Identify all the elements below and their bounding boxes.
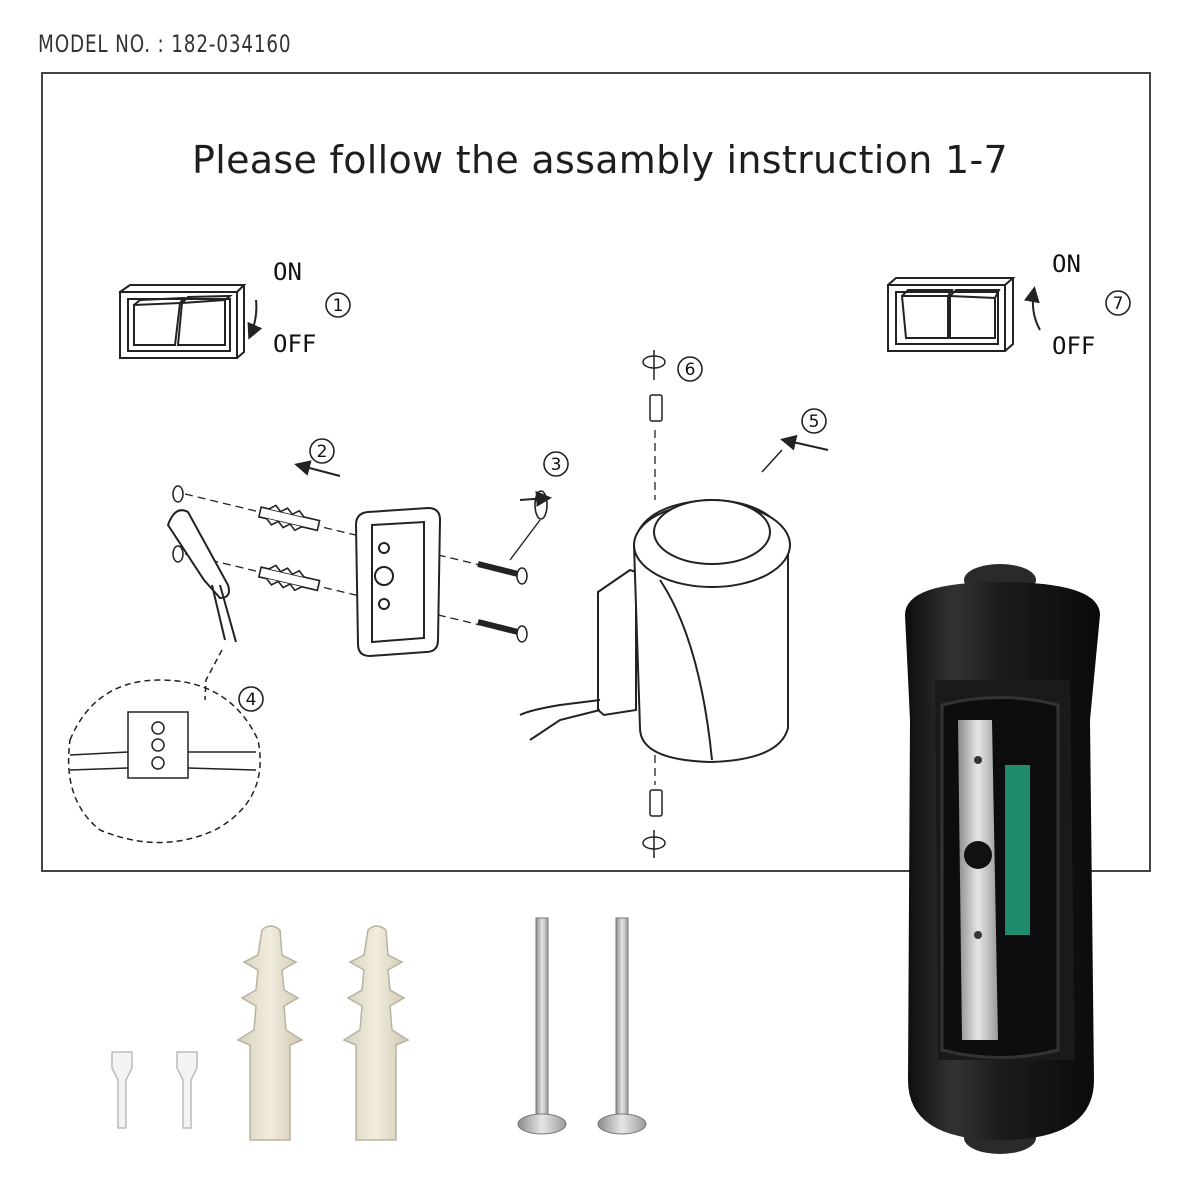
step-2-marker (309, 438, 335, 464)
screw-icons (517, 917, 647, 1135)
wall-cable (166, 509, 237, 643)
switch-right (887, 277, 1016, 352)
step-4-marker (238, 686, 264, 712)
step-markers (238, 290, 1131, 712)
switch-left (119, 284, 247, 359)
model-number: MODEL NO. : 182-034160 (38, 30, 292, 58)
step-3-marker (543, 451, 569, 477)
step-6-number: 6 (685, 360, 696, 380)
lamp-diagram (519, 498, 791, 764)
diagram-plugs (257, 504, 321, 592)
diagram-title: Please follow the assambly instruction 1… (192, 138, 1008, 182)
step-1-number: 1 (333, 296, 344, 316)
wall-holes (172, 485, 184, 563)
step-6-marker (677, 356, 703, 382)
lamp-back-photo (905, 564, 1100, 1154)
wire-connector-icons (111, 1051, 198, 1129)
step-5-number: 5 (809, 412, 820, 432)
switch-left-on-label: ON (273, 258, 302, 286)
step-4-number: 4 (246, 690, 257, 710)
diagram-screws (477, 561, 528, 643)
step-1-marker (325, 292, 351, 318)
wiring-detail (67, 649, 261, 844)
switch-right-on-label: ON (1052, 250, 1081, 278)
wall-plug-icons (236, 925, 410, 1141)
switch-right-off-label: OFF (1052, 332, 1096, 360)
switch-left-off-label: OFF (273, 330, 317, 358)
mounting-bracket (354, 506, 442, 658)
step-2-number: 2 (317, 442, 328, 462)
step-7-number: 7 (1113, 294, 1124, 314)
step-7-marker (1105, 290, 1131, 316)
step-3-number: 3 (551, 455, 562, 475)
step-5-marker (801, 408, 827, 434)
